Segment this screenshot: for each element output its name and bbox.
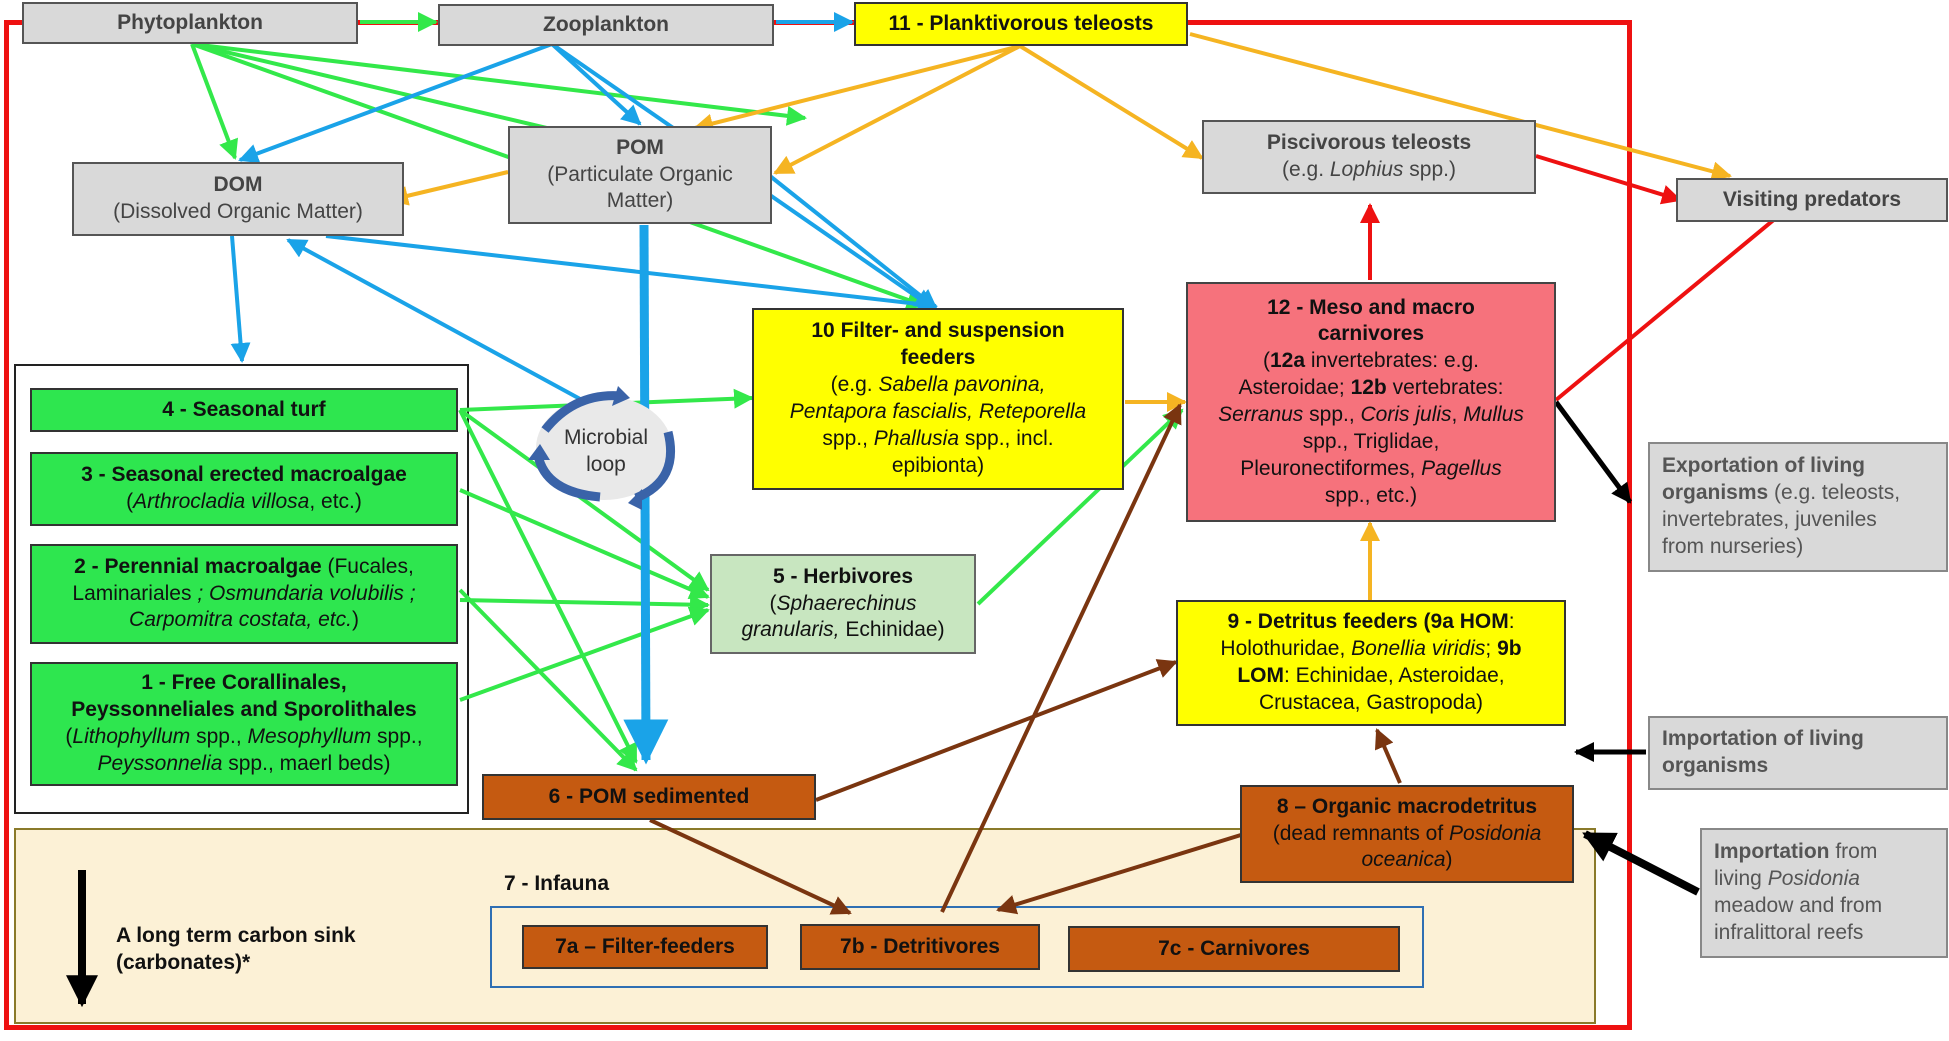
arrow-erected-herbivores [459, 488, 710, 600]
arrow-plank-pom [773, 44, 1021, 175]
arrow-macro-detritus [1374, 728, 1402, 784]
arrow-piscivorous-visiting [1535, 154, 1682, 205]
arrow-perennial-pomsed [458, 588, 638, 772]
pom-sedimented-node: 6 - POM sedimented [482, 774, 816, 820]
visiting-predators-node: Visiting predators [1676, 178, 1948, 222]
arrow-pomsed-detritus [815, 659, 1178, 802]
meso-macro-carnivores-node: 12 - Meso and macro carnivores (12a inve… [1186, 282, 1556, 522]
arrow-pom-filter [768, 174, 938, 310]
microbial-loop-label: Microbial loop [563, 426, 649, 476]
arrow-pomsed-detritivores [649, 818, 852, 915]
arrow-plank-pom-top [693, 44, 1021, 134]
zooplankton-node: Zooplankton [438, 4, 774, 46]
pom-node: POM (Particulate Organic Matter) [508, 126, 772, 224]
arrow-dom-producers [230, 235, 251, 363]
arrow-turf-pomsed [458, 409, 638, 764]
arrow-pom-dom [388, 170, 509, 206]
arrow-meso-exportation [1553, 400, 1633, 504]
detritivores-7b-node: 7b - Detritivores [800, 924, 1040, 970]
perennial-macroalgae-node: 2 - Perennial macroalgae (Fucales, Lamin… [30, 544, 458, 644]
infauna-label: 7 - Infauna [504, 872, 610, 895]
arrow-plank-piscivorous [1018, 44, 1204, 160]
carbon-sink-label: A long term carbon sink (carbonates)* [116, 924, 356, 975]
arrow-meso-visiting [1554, 192, 1807, 402]
arrow-macro-detritivores [996, 824, 1271, 915]
planktivorous-teleosts-node: 11 - Planktivorous teleosts [854, 2, 1188, 46]
microbial-loop-icon [528, 386, 676, 510]
arrow-phyto-dom [190, 43, 239, 160]
seasonal-turf-node: 4 - Seasonal turf [30, 388, 458, 432]
arrow-perennial-herbivores [459, 594, 710, 615]
arrow-plank-visiting [1189, 32, 1732, 182]
free-corallinales-node: 1 - Free Corallinales, Peyssonneliales a… [30, 662, 458, 786]
phytoplankton-node: Phytoplankton [22, 2, 358, 44]
detritus-feeders-node: 9 - Detritus feeders (9a HOM: Holothurid… [1176, 600, 1566, 726]
organic-macrodetritus-node: 8 – Organic macrodetritus (dead remnants… [1240, 785, 1574, 883]
arrow-dom-filter [325, 234, 938, 314]
arrow-phyto-filter-top [191, 42, 807, 126]
filter-feeders-7a-node: 7a – Filter-feeders [522, 925, 768, 969]
importation-living-node: Importation of living organisms [1648, 716, 1948, 790]
arrow-herbivores-meso [976, 408, 1184, 606]
carnivores-7c-node: 7c - Carnivores [1068, 926, 1400, 972]
filter-suspension-feeders-node: 10 Filter- and suspension feeders (e.g. … [752, 308, 1124, 490]
arrow-zoo-pom [550, 42, 642, 126]
importation-posidonia-node: Importation from living Posidonia meadow… [1700, 828, 1948, 958]
infauna-frame [490, 906, 1424, 988]
dom-node: DOM (Dissolved Organic Matter) [72, 162, 404, 236]
arrow-zoo-dom [238, 42, 553, 164]
arrow-turf-herbivores [458, 408, 710, 592]
exportation-node: Exportation of living organisms (e.g. te… [1648, 442, 1948, 572]
seasonal-erected-macroalgae-node: 3 - Seasonal erected macroalgae (Arthroc… [30, 452, 458, 526]
arrow-loop-dom [286, 238, 605, 414]
arrow-phyto-pom [191, 42, 608, 148]
piscivorous-teleosts-node: Piscivorous teleosts (e.g. Lophius spp.) [1202, 120, 1536, 194]
arrow-detritivores-meso [940, 403, 1182, 913]
herbivores-node: 5 - Herbivores (Sphaerechinus granularis… [710, 554, 976, 654]
arrow-importation-posidonia [1582, 830, 1700, 896]
